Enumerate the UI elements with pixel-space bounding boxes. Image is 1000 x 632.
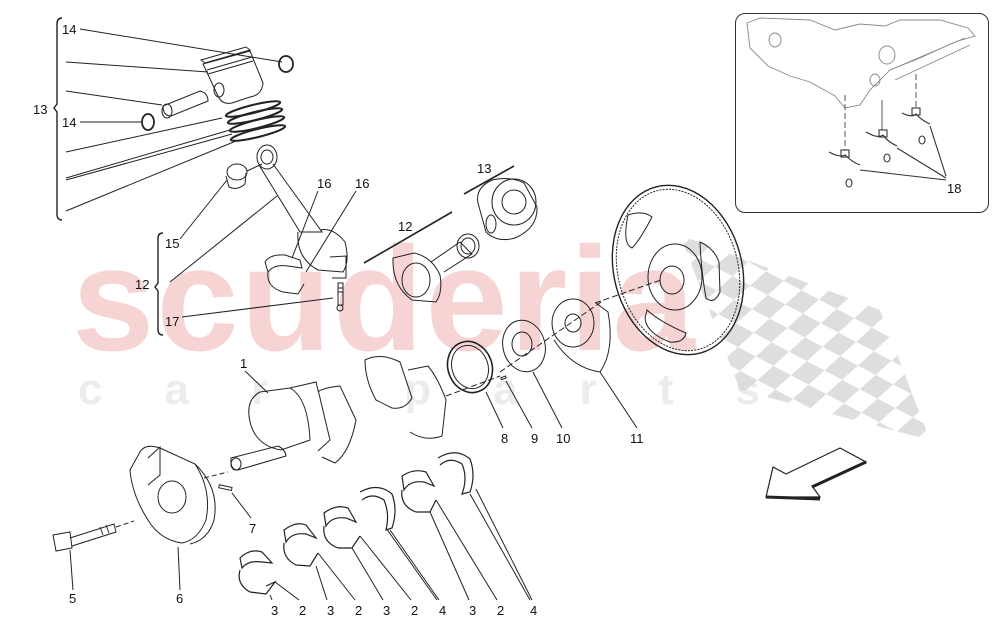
callout-14: 14 — [62, 115, 77, 130]
callout-8: 8 — [501, 431, 509, 446]
connecting-rod-right — [392, 233, 480, 303]
callout-6: 6 — [176, 591, 184, 606]
spacer-plate — [502, 319, 546, 373]
watermark-car-parts: car parts — [78, 365, 822, 414]
callout-11: 11 — [630, 431, 644, 446]
rod-bolt — [336, 282, 344, 312]
pulley-bolt — [52, 523, 117, 552]
checkered-flag-watermark — [680, 235, 930, 440]
callout-9: 9 — [531, 431, 539, 446]
callout-3: 3 — [469, 603, 477, 618]
bearing-leaders — [269, 488, 533, 601]
piston-right — [477, 178, 538, 240]
small-end-bushing — [225, 163, 248, 189]
callout-13: 13 — [477, 161, 492, 176]
callout-16: 16 — [355, 176, 370, 191]
callout-16: 16 — [317, 176, 332, 191]
callout-13: 13 — [33, 102, 48, 117]
callout-15: 15 — [165, 236, 180, 251]
bearing-shells — [238, 452, 474, 595]
callout-4: 4 — [439, 603, 447, 618]
callout-5: 5 — [69, 591, 77, 606]
watermark-scuderia: scuderia — [72, 217, 697, 382]
piston-top — [199, 46, 264, 104]
cooling-jets — [828, 74, 947, 188]
direction-arrow — [765, 447, 868, 501]
rear-oil-seal — [446, 340, 494, 394]
callout-1: 1 — [240, 356, 248, 371]
flywheel-adapter — [551, 298, 611, 373]
piston-pin — [161, 90, 209, 119]
callout-2: 2 — [497, 603, 505, 618]
callout-3: 3 — [327, 603, 335, 618]
callout-12: 12 — [135, 277, 150, 292]
crankshaft-pulley — [129, 445, 216, 545]
callout-3: 3 — [383, 603, 391, 618]
big-end-shell — [264, 254, 305, 295]
callout-10: 10 — [556, 431, 571, 446]
callout-18: 18 — [947, 181, 962, 196]
callout-12: 12 — [398, 219, 413, 234]
callout-2: 2 — [299, 603, 307, 618]
callout-17: 17 — [165, 314, 180, 329]
callout-2: 2 — [411, 603, 419, 618]
callout-14: 14 — [62, 22, 77, 37]
callout-2: 2 — [355, 603, 363, 618]
callout-4: 4 — [530, 603, 538, 618]
inset-engine-block — [746, 17, 976, 109]
callout-7: 7 — [249, 521, 257, 536]
connecting-rod-left — [256, 144, 348, 279]
inset-cooling-jets-panel — [735, 13, 989, 213]
callout-3: 3 — [271, 603, 279, 618]
flywheel — [611, 184, 745, 356]
